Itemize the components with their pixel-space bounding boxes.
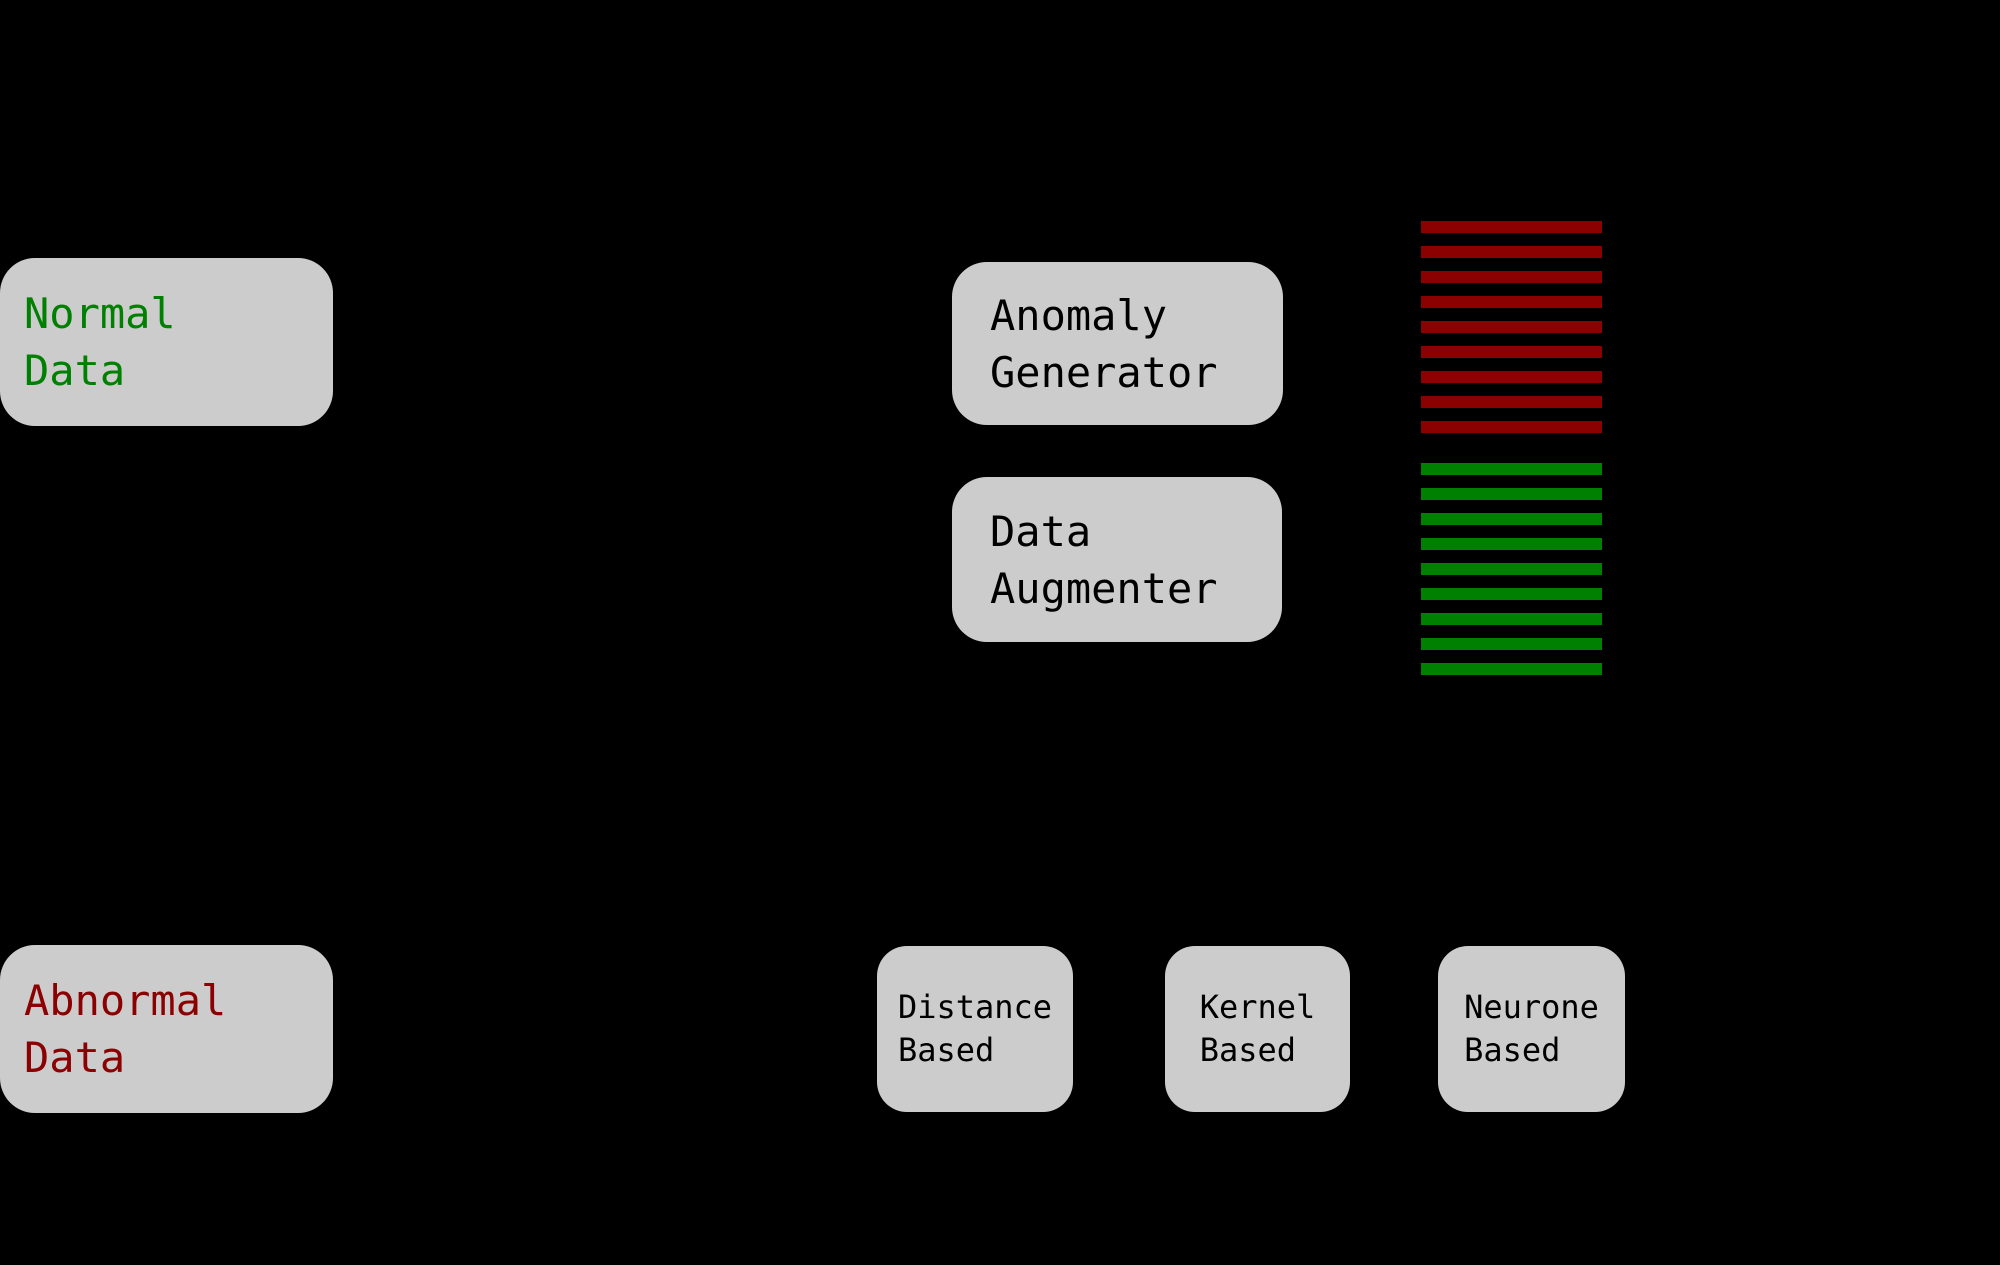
green-stripe [1421,638,1602,650]
kernel-based-label-line2: Based [1199,1031,1297,1069]
kernel-based-label: Kernel Based [1200,986,1316,1072]
green-stripe [1421,613,1602,625]
green-stripe [1421,538,1602,550]
normal-data-node: Normal Data [0,258,333,426]
abnormal-data-label-line2: Data [24,1033,126,1082]
green-stripe [1421,663,1602,675]
abnormal-data-label: Abnormal Data [24,972,333,1086]
normal-data-label-line2: Data [24,346,126,395]
anomaly-generator-node: Anomaly Generator [952,262,1283,425]
red-stripe [1421,296,1602,308]
neurone-based-node: Neurone Based [1438,946,1625,1112]
kernel-based-label-line1: Kernel [1199,988,1316,1026]
data-augmenter-label-line1: Data [990,506,1092,556]
neurone-based-label-line1: Neurone [1464,988,1599,1026]
red-stripe [1421,246,1602,258]
anomaly-generator-label-line1: Anomaly [990,290,1168,340]
green-stripe [1421,488,1602,500]
anomaly-generator-label: Anomaly Generator [990,287,1283,401]
red-stripe [1421,346,1602,358]
distance-based-label: Distance Based [898,986,1052,1072]
red-stripe [1421,421,1602,433]
abnormal-data-label-line1: Abnormal [24,976,227,1025]
neurone-based-label: Neurone Based [1464,986,1599,1072]
normal-data-label: Normal Data [24,285,333,399]
neurone-based-label-line2: Based [1464,1031,1561,1069]
distance-based-label-line2: Based [897,1031,995,1069]
distance-based-label-line1: Distance [897,988,1053,1026]
green-stripe [1421,463,1602,475]
data-augmenter-label-line2: Augmenter [990,563,1218,613]
red-stripe [1421,396,1602,408]
green-stripe [1421,588,1602,600]
distance-based-node: Distance Based [877,946,1073,1112]
abnormal-data-node: Abnormal Data [0,945,333,1113]
data-augmenter-node: Data Augmenter [952,477,1282,642]
normal-data-label-line1: Normal [24,289,176,338]
kernel-based-node: Kernel Based [1165,946,1350,1112]
stripe-stack [1421,0,1602,1265]
red-stripe [1421,221,1602,233]
green-stripe [1421,513,1602,525]
green-stripe [1421,563,1602,575]
red-stripe [1421,321,1602,333]
data-augmenter-label: Data Augmenter [990,503,1282,617]
red-stripe [1421,271,1602,283]
anomaly-generator-label-line2: Generator [990,347,1218,397]
red-stripe [1421,371,1602,383]
